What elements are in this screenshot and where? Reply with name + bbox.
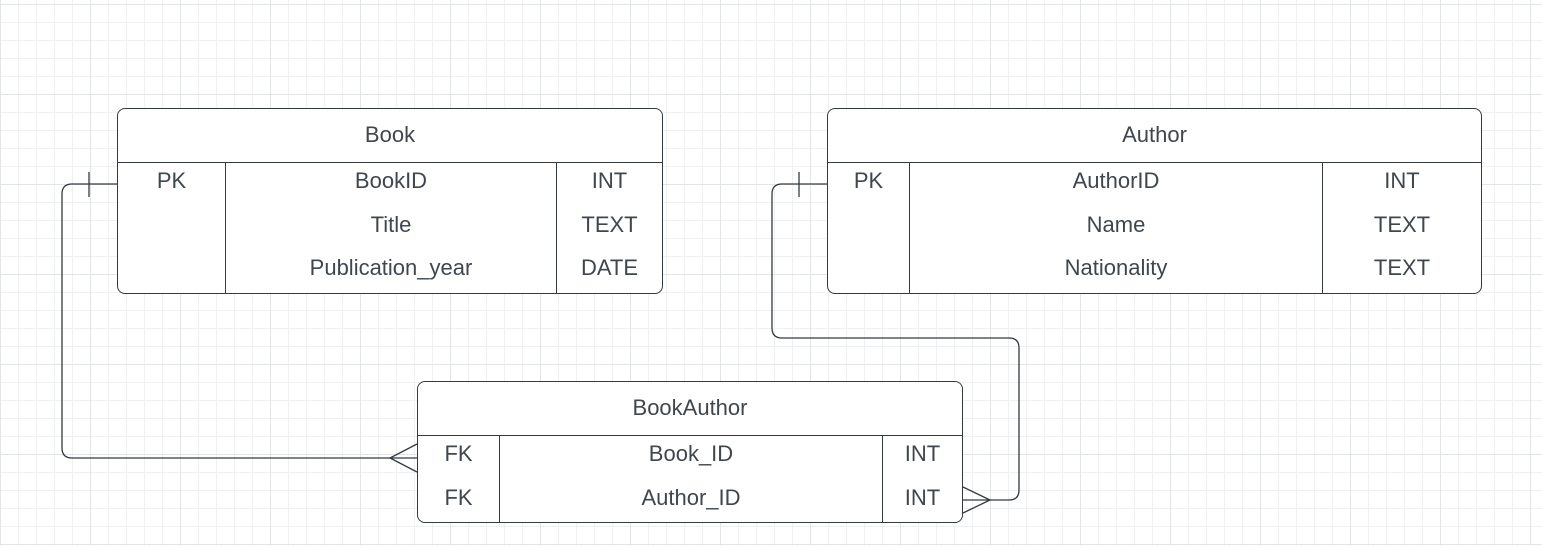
attribute-type: TEXT — [1322, 206, 1481, 250]
attribute-row[interactable]: Title TEXT — [118, 206, 662, 250]
key-cell: PK — [118, 163, 226, 207]
attribute-name: Book_ID — [648, 441, 734, 466]
attribute-row[interactable]: PK AuthorID INT — [828, 163, 1481, 207]
attribute-name: Author_ID — [641, 484, 741, 510]
relationship-line-book-bookauthor[interactable] — [61, 183, 417, 459]
attribute-type: INT — [1322, 163, 1481, 207]
attribute-type: INT — [556, 163, 662, 207]
entity-book[interactable]: Book PK BookID INT Title TEXT Publicatio… — [117, 108, 663, 294]
relationship-line-author-bookauthor[interactable] — [771, 183, 1020, 501]
attribute-row[interactable]: Nationality TEXT — [828, 250, 1481, 293]
attribute-row[interactable]: Publication_year DATE — [118, 250, 662, 293]
attribute-row[interactable]: PK BookID INT — [118, 163, 662, 207]
key-cell — [828, 206, 910, 250]
attribute-row[interactable]: FK Author_ID INT — [418, 479, 962, 522]
attribute-row[interactable]: Name TEXT — [828, 206, 1481, 250]
entity-bookauthor[interactable]: BookAuthor FK Book_ID INT FK Author_ID I… — [417, 381, 963, 523]
attribute-name: BookID — [354, 168, 428, 193]
attribute-name: Title — [370, 211, 412, 237]
attribute-row[interactable]: FK Book_ID INT — [418, 436, 962, 480]
key-cell: PK — [828, 163, 910, 207]
key-cell — [828, 250, 910, 293]
entity-title: Book — [118, 109, 662, 163]
entity-title: Author — [828, 109, 1481, 163]
attribute-type: INT — [882, 479, 962, 522]
attribute-name: Name — [1086, 211, 1146, 237]
attribute-type: DATE — [556, 250, 662, 293]
key-cell: FK — [418, 436, 500, 480]
attribute-type: TEXT — [556, 206, 662, 250]
many-cardinality-marker-book-id — [388, 443, 418, 473]
attribute-name: AuthorID — [1072, 168, 1160, 193]
attribute-type: INT — [882, 436, 962, 480]
attribute-type: TEXT — [1322, 250, 1481, 293]
key-cell: FK — [418, 479, 500, 522]
key-cell — [118, 250, 226, 293]
attribute-name: Nationality — [1064, 255, 1168, 280]
many-cardinality-marker-author-id — [962, 486, 992, 514]
entity-author[interactable]: Author PK AuthorID INT Name TEXT Nationa… — [827, 108, 1482, 294]
attribute-name: Publication_year — [309, 255, 473, 280]
entity-title: BookAuthor — [418, 382, 962, 436]
key-cell — [118, 206, 226, 250]
